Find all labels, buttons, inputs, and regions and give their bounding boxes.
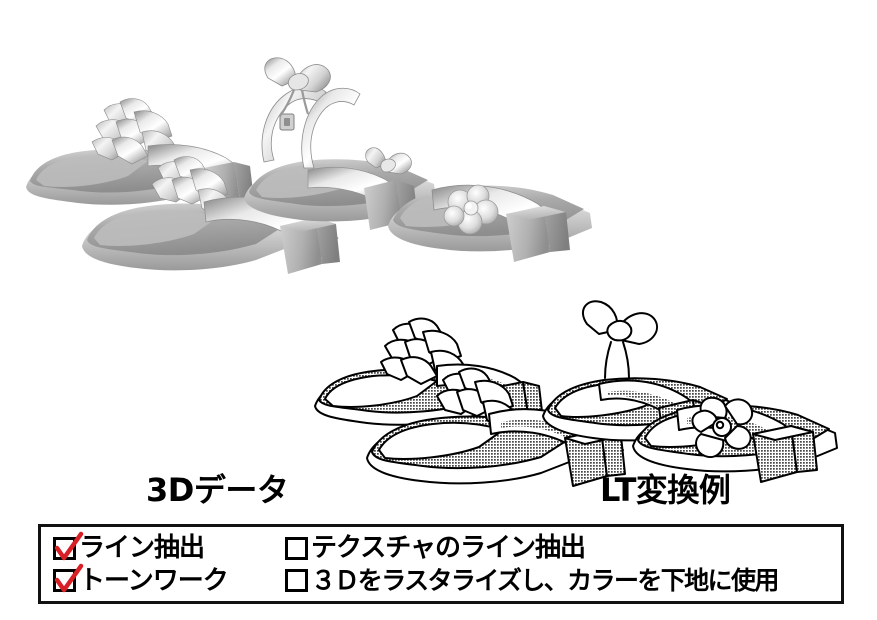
flower-applique-lt <box>691 396 753 458</box>
sandal-3d-flower <box>365 147 592 262</box>
legend-box: ライン抽出 テクスチャのライン抽出 トーンワーク <box>38 524 844 604</box>
legend-label-texture-line-extraction: テクスチャのライン抽出 <box>311 533 586 564</box>
sandal-lt-wide-band <box>366 367 626 487</box>
sandal-3d-ankle-bow <box>244 57 436 230</box>
legend-item-line-extraction[interactable]: ライン抽出 <box>53 531 285 564</box>
caption-3d-data: 3Dデータ <box>146 471 289 509</box>
legend-grid: ライン抽出 テクスチャのライン抽出 トーンワーク <box>53 531 835 597</box>
lt-lineart-group <box>305 288 877 488</box>
legend-item-rasterize-color[interactable]: ３Ｄをラスタライズし、カラーを下地に使用 <box>285 568 835 593</box>
caption-lt-conversion: LT変換例 <box>600 471 731 509</box>
checkbox-tone-work[interactable] <box>53 564 84 593</box>
checkbox-line-extraction[interactable] <box>53 531 84 560</box>
legend-item-texture-line-extraction[interactable]: テクスチャのライン抽出 <box>285 535 835 561</box>
legend-label-rasterize-color: ３Ｄをラスタライズし、カラーを下地に使用 <box>311 566 779 596</box>
checkbox-texture-line-extraction[interactable] <box>285 536 308 560</box>
legend-item-tone-work[interactable]: トーンワーク <box>53 564 285 596</box>
checkbox-rasterize-color[interactable] <box>285 569 308 593</box>
legend-label-line-extraction: ライン抽出 <box>79 533 205 564</box>
legend-label-tone-work: トーンワーク <box>79 565 229 596</box>
3d-render-group <box>8 50 608 285</box>
sandal-lt-flower <box>632 396 838 483</box>
flower-applique-3d <box>443 184 499 235</box>
sandal-3d-wide-band <box>82 156 340 274</box>
